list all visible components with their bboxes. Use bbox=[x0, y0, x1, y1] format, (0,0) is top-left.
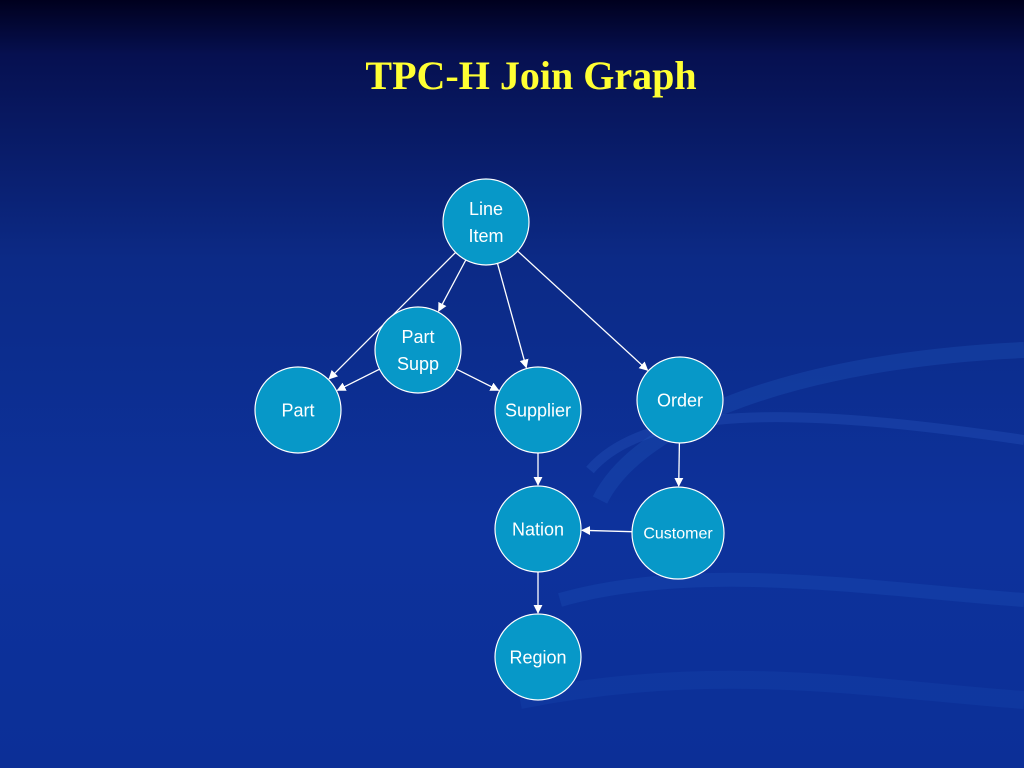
node-circle-part bbox=[254, 366, 342, 454]
node-label-region: Region bbox=[509, 647, 566, 667]
node-label-order: Order bbox=[657, 390, 703, 410]
node-circle-supplier bbox=[494, 366, 582, 454]
node-circle-partsupp bbox=[374, 306, 462, 394]
node-label-nation: Nation bbox=[512, 519, 564, 539]
edge-customer-to-nation bbox=[581, 526, 633, 536]
node-label-partsupp: Part bbox=[401, 327, 434, 347]
node-order: Order bbox=[636, 356, 724, 444]
node-circle-order bbox=[636, 356, 724, 444]
node-label-lineitem: Item bbox=[468, 226, 503, 246]
edge-lineitem-to-order bbox=[517, 250, 649, 371]
edge-lineitem-to-partsupp bbox=[438, 259, 467, 312]
edge-layer bbox=[328, 250, 684, 614]
node-label-part: Part bbox=[281, 400, 314, 420]
node-circle-nation bbox=[494, 485, 582, 573]
edge-lineitem-to-supplier bbox=[496, 263, 529, 369]
node-circle-region bbox=[494, 613, 582, 701]
node-nation: Nation bbox=[494, 485, 582, 573]
node-label-partsupp: Supp bbox=[397, 354, 439, 374]
node-part: Part bbox=[254, 366, 342, 454]
node-label-supplier: Supplier bbox=[505, 400, 571, 420]
node-label-customer: Customer bbox=[643, 526, 713, 543]
edge-partsupp-to-part bbox=[336, 368, 380, 391]
node-supplier: Supplier bbox=[494, 366, 582, 454]
node-customer: Customer bbox=[631, 486, 725, 580]
node-circle-customer bbox=[631, 486, 725, 580]
node-region: Region bbox=[494, 613, 582, 701]
node-circle-lineitem bbox=[442, 178, 530, 266]
edge-order-to-customer bbox=[674, 442, 684, 487]
slide-title: TPC-H Join Graph bbox=[365, 53, 697, 98]
edge-partsupp-to-supplier bbox=[456, 368, 500, 391]
node-label-lineitem: Line bbox=[469, 199, 503, 219]
